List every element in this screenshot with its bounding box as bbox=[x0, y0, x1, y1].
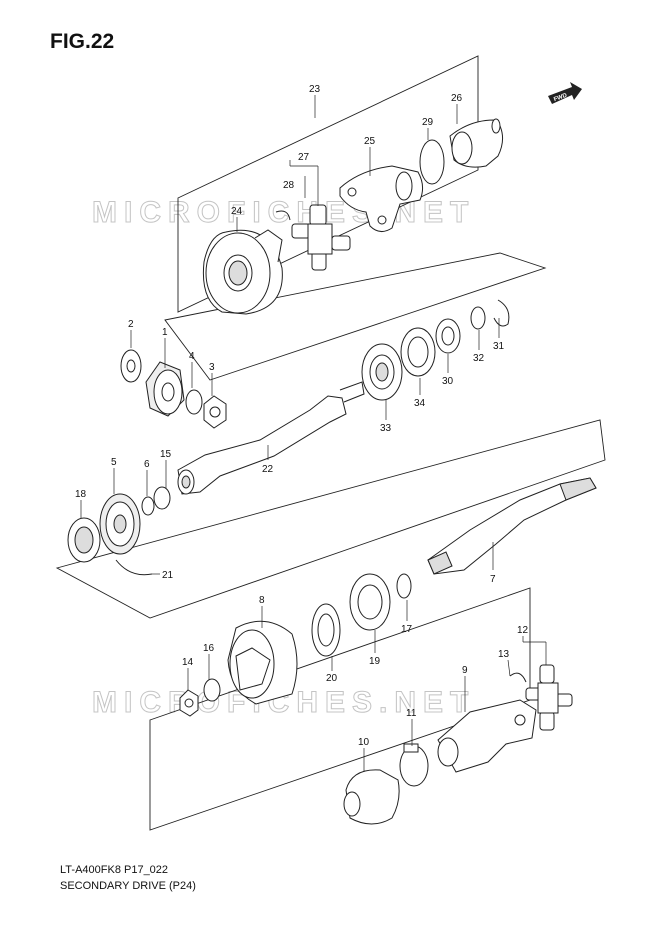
part-21-clip bbox=[115, 559, 153, 576]
diagram-subtitle: SECONDARY DRIVE (P24) bbox=[60, 880, 196, 892]
callout-31: 31 bbox=[493, 341, 505, 352]
callout-7: 7 bbox=[490, 574, 496, 585]
part-11-clamp bbox=[399, 743, 429, 787]
diagram-code: LT-A400FK8 P17_022 bbox=[60, 864, 169, 876]
part-31-circlip bbox=[493, 299, 510, 327]
callout-16: 16 bbox=[203, 643, 215, 654]
callout-9: 9 bbox=[462, 665, 468, 676]
callout-1: 1 bbox=[162, 327, 168, 338]
figure-title: FIG.22 bbox=[50, 30, 115, 53]
part-4-shim bbox=[185, 389, 203, 415]
callout-28: 28 bbox=[283, 180, 295, 191]
callout-4: 4 bbox=[189, 351, 195, 362]
part-19-oil-seal bbox=[349, 573, 391, 631]
part-6-washer bbox=[141, 496, 155, 516]
callout-24: 24 bbox=[231, 206, 243, 217]
part-27-universal-cross bbox=[291, 204, 351, 271]
part-1-bevel-gear bbox=[145, 361, 185, 417]
callout-27: 27 bbox=[298, 152, 310, 163]
callout-22: 22 bbox=[262, 464, 274, 475]
callout-26: 26 bbox=[451, 93, 463, 104]
part-25-yoke bbox=[339, 165, 424, 232]
callout-3: 3 bbox=[209, 362, 215, 373]
part-34-oil-seal bbox=[400, 327, 436, 377]
callout-11: 11 bbox=[406, 708, 417, 719]
fwd-arrow-icon: FWD bbox=[548, 82, 582, 104]
callout-33: 33 bbox=[380, 423, 392, 434]
part-5-drive-gear bbox=[99, 493, 141, 555]
callout-32: 32 bbox=[473, 353, 485, 364]
callout-25: 25 bbox=[364, 136, 376, 147]
callout-19: 19 bbox=[369, 656, 381, 667]
callout-29: 29 bbox=[422, 117, 434, 128]
part-15-collar bbox=[153, 486, 171, 510]
group-box-rear-joint bbox=[177, 55, 479, 313]
part-9-front-yoke bbox=[437, 699, 537, 773]
callout-13: 13 bbox=[498, 649, 510, 660]
part-28-circlip bbox=[275, 210, 291, 221]
part-33-bearing bbox=[361, 343, 403, 401]
part-29-clip-ring bbox=[419, 139, 445, 185]
group-box-drive-shaft bbox=[55, 419, 606, 619]
part-30-collar bbox=[435, 318, 461, 354]
callout-23: 23 bbox=[309, 84, 321, 95]
callout-17: 17 bbox=[401, 624, 413, 635]
callout-6: 6 bbox=[144, 459, 150, 470]
part-callouts: 23 26 29 25 27 28 24 2 1 4 3 22 33 34 30… bbox=[75, 84, 529, 748]
part-24-flange bbox=[202, 229, 283, 315]
callout-20: 20 bbox=[326, 673, 338, 684]
callout-10: 10 bbox=[358, 737, 370, 748]
part-8-coupling bbox=[227, 620, 298, 705]
callout-14: 14 bbox=[182, 657, 194, 668]
part-10-boot bbox=[343, 769, 400, 825]
watermark-top: MICROFICHES.NET bbox=[92, 196, 475, 229]
fwd-label: FWD bbox=[553, 93, 569, 104]
part-13-circlip bbox=[509, 672, 527, 683]
part-20-spacer-ring bbox=[311, 603, 341, 657]
callout-21: 21 bbox=[162, 570, 174, 581]
callout-18: 18 bbox=[75, 489, 87, 500]
callout-12: 12 bbox=[517, 625, 529, 636]
part-2-washer bbox=[120, 349, 142, 383]
part-26-boot bbox=[449, 118, 504, 168]
part-12-universal-cross bbox=[525, 664, 573, 731]
part-3-nut bbox=[203, 395, 227, 429]
callout-5: 5 bbox=[111, 457, 117, 468]
callout-15: 15 bbox=[160, 449, 172, 460]
callout-2: 2 bbox=[128, 319, 134, 330]
part-7-secondary-shaft bbox=[427, 477, 597, 575]
part-22-propeller-shaft bbox=[177, 381, 365, 495]
part-32-shim-ring bbox=[470, 306, 486, 330]
callout-8: 8 bbox=[259, 595, 265, 606]
leader-lines bbox=[80, 95, 547, 772]
part-16-washer bbox=[203, 678, 221, 702]
part-17-o-ring bbox=[396, 573, 412, 599]
callout-30: 30 bbox=[442, 376, 454, 387]
callout-34: 34 bbox=[414, 398, 426, 409]
part-18-needle-bearing bbox=[67, 517, 101, 563]
group-box-bevel-shaft bbox=[164, 252, 547, 381]
